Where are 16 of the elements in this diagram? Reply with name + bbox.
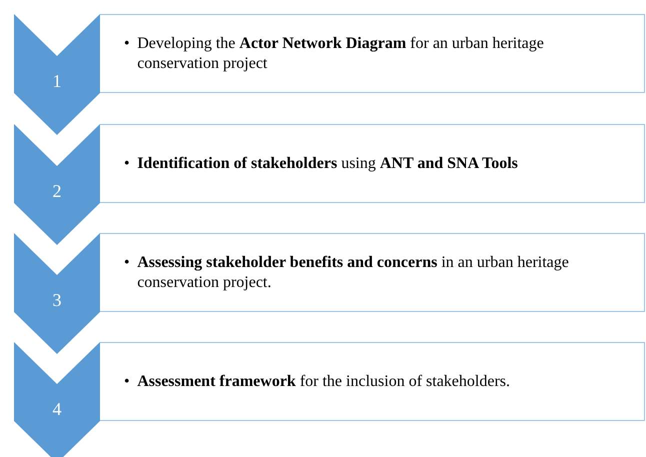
bullet-mark: •: [124, 34, 131, 54]
step-description: Assessment framework for the inclusion of stakeholders.: [137, 372, 510, 392]
step-box: [100, 14, 645, 93]
bullet-mark: •: [124, 154, 131, 174]
step-description: Assessing stakeholder benefits and concerns in an urban heritage conservation project.: [137, 252, 570, 292]
step-box: [100, 233, 645, 312]
bullet-mark: •: [124, 372, 131, 392]
step-number: 2: [52, 181, 62, 202]
step-box: [100, 342, 645, 421]
step-box: [100, 124, 645, 203]
step-number: 1: [52, 71, 62, 92]
bullet-mark: •: [124, 252, 131, 272]
step-number: 3: [52, 290, 62, 311]
step-number: 4: [52, 399, 62, 420]
step-description: Developing the Actor Network Diagram for an urban heritage conservation project: [137, 34, 545, 74]
step-description: Identification of stakeholders using ANT and SNA Tools: [137, 154, 518, 174]
